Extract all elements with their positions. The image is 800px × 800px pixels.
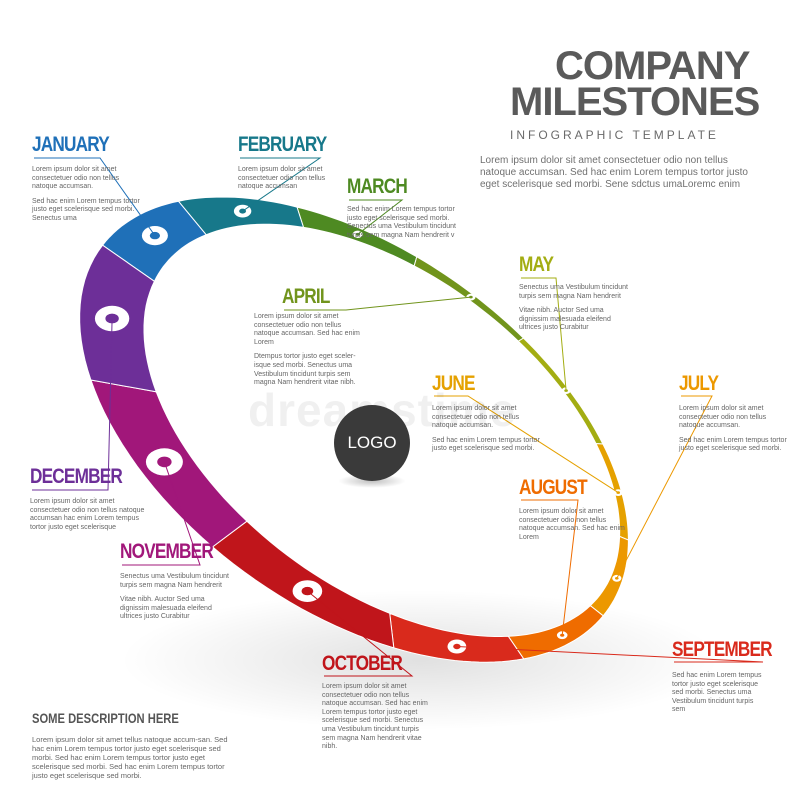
logo-label: LOGO <box>347 433 397 452</box>
header-description: Lorem ipsum dolor sit amet consectetuer … <box>480 155 748 190</box>
leader-line-november <box>122 461 201 566</box>
month-text-october: Lorem ipsum dolor sit amet consectetuer … <box>322 683 432 758</box>
logo-shadow <box>338 474 406 488</box>
month-text-february-p1: Lorem ipsum dolor sit amet consectetuer … <box>238 166 326 191</box>
month-text-july-p2: Sed hac enim Lorem tempus tortor justo e… <box>679 436 787 453</box>
month-title-july: JULY <box>679 372 719 395</box>
leader-line-august <box>521 499 579 636</box>
milestone-marker-core-may <box>564 389 568 392</box>
leader-line-june <box>434 395 619 494</box>
month-text-may: Senectus uma Vestibulum tincidunt turpis… <box>519 284 629 339</box>
month-text-august-p1: Lorem ipsum dolor sit amet consectetuer … <box>519 508 625 541</box>
month-text-april-p2: Dtempus tortor justo eget sceler-isque s… <box>254 353 356 387</box>
logo: LOGO <box>334 405 410 481</box>
month-title-june: JUNE <box>432 372 475 395</box>
month-text-october-p1: Lorem ipsum dolor sit amet consectetuer … <box>322 683 428 751</box>
month-text-september-p1: Sed hac enim Lorem tempus tortor justo e… <box>672 672 762 714</box>
month-text-january: Lorem ipsum dolor sit amet consectetuer … <box>32 166 142 230</box>
month-title-january: JANUARY <box>32 133 110 156</box>
month-text-may-p1: Senectus uma Vestibulum tincidunt turpis… <box>519 284 628 300</box>
leader-line-july <box>616 395 713 579</box>
month-title-april: APRIL <box>282 285 330 308</box>
leader-line-may <box>521 277 567 391</box>
bottom-description-title: SOME DESCRIPTION HERE <box>32 710 179 726</box>
month-text-january-p2: Sed hac enim Lorem tempus tortor justo e… <box>32 197 140 222</box>
month-text-january-p1: Lorem ipsum dolor sit amet consectetuer … <box>32 166 120 191</box>
milestone-marker-core-april <box>469 295 473 299</box>
leader-line-october <box>307 590 414 677</box>
month-text-march: Sed hac enim Lorem tempus tortor justo e… <box>347 206 457 246</box>
milestone-marker-core-december <box>105 313 119 324</box>
page-title-line2: MILESTONES <box>510 80 760 124</box>
month-text-may-p2: Vitae nibh. Auctor Sed uma dignissim mal… <box>519 307 611 332</box>
month-text-june-p2: Sed hac enim Lorem tempus tortor justo e… <box>432 436 540 453</box>
month-text-june: Lorem ipsum dolor sit amet consectetuer … <box>432 405 542 460</box>
month-text-november-p2: Vitae nibh. Auctor Sed uma dignissim mal… <box>120 596 212 621</box>
month-text-july-p1: Lorem ipsum dolor sit amet consectetuer … <box>679 405 767 430</box>
month-text-april: Lorem ipsum dolor sit amet consectetuer … <box>254 313 364 394</box>
leader-line-september <box>456 646 764 663</box>
month-title-november: NOVEMBER <box>120 540 214 563</box>
month-title-october: OCTOBER <box>322 652 403 675</box>
month-title-december: DECEMBER <box>30 465 123 488</box>
month-text-november-p1: Senectus uma Vestibulum tincidunt turpis… <box>120 573 229 589</box>
month-text-march-p1: Sed hac enim Lorem tempus tortor justo e… <box>347 206 456 239</box>
month-text-december-p1: Lorem ipsum dolor sit amet consectetuer … <box>30 498 145 531</box>
month-text-april-p1: Lorem ipsum dolor sit amet consectetuer … <box>254 313 360 346</box>
month-title-august: AUGUST <box>519 476 588 499</box>
month-title-may: MAY <box>519 253 554 276</box>
page-title-line1: COMPANY <box>555 44 750 88</box>
month-text-september: Sed hac enim Lorem tempus tortor justo e… <box>672 672 764 721</box>
month-text-december: Lorem ipsum dolor sit amet consectetuer … <box>30 498 155 538</box>
month-title-march: MARCH <box>347 175 408 198</box>
page-subtitle: INFOGRAPHIC TEMPLATE <box>510 128 719 142</box>
month-text-november: Senectus uma Vestibulum tincidunt turpis… <box>120 573 230 628</box>
leader-line-december <box>32 318 113 491</box>
month-text-august: Lorem ipsum dolor sit amet consectetuer … <box>519 508 629 548</box>
month-title-september: SEPTEMBER <box>672 638 773 661</box>
leader-line-april <box>284 296 471 311</box>
milestone-marker-core-september <box>453 643 461 650</box>
month-text-february: Lorem ipsum dolor sit amet consectetuer … <box>238 166 348 198</box>
month-title-february: FEBRUARY <box>238 133 327 156</box>
leader-line-march <box>349 199 404 235</box>
month-text-june-p1: Lorem ipsum dolor sit amet consectetuer … <box>432 405 520 430</box>
month-text-july: Lorem ipsum dolor sit amet consectetuer … <box>679 405 789 460</box>
leader-line-february <box>240 157 322 212</box>
leader-line-january <box>34 157 156 236</box>
bottom-description-text: Lorem ipsum dolor sit amet tellus natoqu… <box>32 735 228 780</box>
